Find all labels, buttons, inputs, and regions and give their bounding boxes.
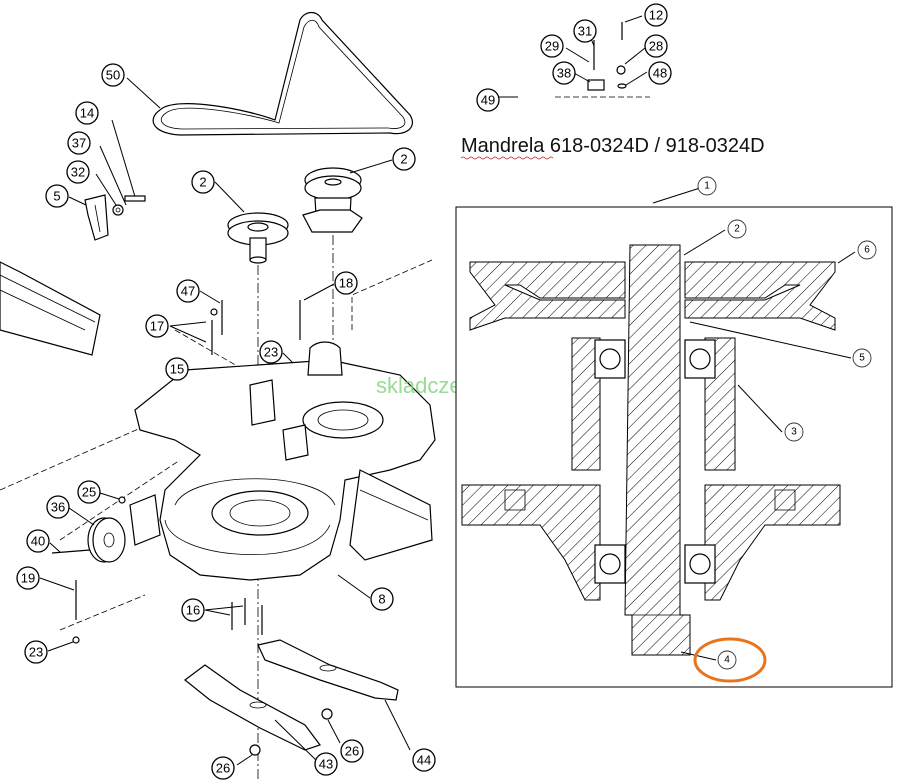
callout-47[interactable]: 47 xyxy=(176,279,200,303)
callout-37[interactable]: 37 xyxy=(67,131,91,155)
svg-text:3: 3 xyxy=(791,427,797,438)
blade-upper xyxy=(257,639,399,701)
callout-12[interactable]: 12 xyxy=(644,3,668,27)
callout-49[interactable]: 49 xyxy=(476,88,500,112)
callout-14[interactable]: 14 xyxy=(75,101,99,125)
svg-text:43: 43 xyxy=(319,757,333,772)
detail-callout-4[interactable]: 4 xyxy=(717,650,737,670)
callout-40[interactable]: 40 xyxy=(26,529,50,553)
callout-23-bottom[interactable]: 23 xyxy=(24,640,48,664)
svg-text:28: 28 xyxy=(649,39,663,54)
belt-inner xyxy=(160,19,406,130)
exploded-callouts: 50 14 37 32 5 2 2 47 17 18 23 15 25 36 4… xyxy=(16,3,672,780)
callout-29[interactable]: 29 xyxy=(540,34,564,58)
callout-32[interactable]: 32 xyxy=(66,160,90,184)
svg-text:44: 44 xyxy=(417,753,431,768)
callout-18[interactable]: 18 xyxy=(334,271,358,295)
callout-26-right[interactable]: 26 xyxy=(340,739,364,763)
detail-callout-2[interactable]: 2 xyxy=(727,219,747,239)
callout-16[interactable]: 16 xyxy=(181,598,205,622)
detail-callouts: 1 2 6 5 3 4 xyxy=(697,176,877,670)
svg-text:49: 49 xyxy=(481,93,495,108)
callout-2-left[interactable]: 2 xyxy=(191,170,215,194)
spellcheck-underline xyxy=(460,156,554,160)
spindle-detail xyxy=(455,187,893,688)
svg-text:23: 23 xyxy=(29,645,43,660)
svg-text:6: 6 xyxy=(864,245,870,256)
highlight-ellipse xyxy=(693,637,767,683)
callout-43[interactable]: 43 xyxy=(314,752,338,776)
svg-text:36: 36 xyxy=(51,500,65,515)
svg-text:5: 5 xyxy=(53,189,60,204)
callout-36[interactable]: 36 xyxy=(46,495,70,519)
svg-text:8: 8 xyxy=(378,592,385,607)
svg-text:32: 32 xyxy=(71,165,85,180)
callout-50[interactable]: 50 xyxy=(101,63,125,87)
callout-28[interactable]: 28 xyxy=(644,34,668,58)
callout-17[interactable]: 17 xyxy=(145,314,169,338)
svg-text:47: 47 xyxy=(181,284,195,299)
svg-text:2: 2 xyxy=(734,224,740,235)
callout-19[interactable]: 19 xyxy=(16,566,40,590)
svg-text:26: 26 xyxy=(345,744,359,759)
svg-text:2: 2 xyxy=(199,175,206,190)
svg-text:38: 38 xyxy=(557,66,571,81)
svg-text:12: 12 xyxy=(649,8,663,23)
detail-callout-6[interactable]: 6 xyxy=(857,240,877,260)
svg-text:14: 14 xyxy=(80,106,94,121)
spindle-shaft xyxy=(624,244,691,656)
callout-38[interactable]: 38 xyxy=(552,61,576,85)
svg-text:48: 48 xyxy=(653,66,667,81)
svg-text:29: 29 xyxy=(545,39,559,54)
callout-23-top[interactable]: 23 xyxy=(259,340,283,364)
svg-text:31: 31 xyxy=(578,24,592,39)
bracket xyxy=(84,194,109,241)
svg-text:4: 4 xyxy=(724,655,730,666)
callout-26-bottom[interactable]: 26 xyxy=(211,756,235,780)
svg-text:16: 16 xyxy=(186,603,200,618)
svg-text:15: 15 xyxy=(170,362,184,377)
svg-text:25: 25 xyxy=(82,485,96,500)
svg-text:18: 18 xyxy=(339,276,353,291)
callout-31[interactable]: 31 xyxy=(573,19,597,43)
svg-text:1: 1 xyxy=(704,181,710,192)
callout-25[interactable]: 25 xyxy=(77,480,101,504)
belt xyxy=(152,11,413,136)
svg-text:2: 2 xyxy=(400,152,407,167)
spindle-title: Mandrela 618-0324D / 918-0324D xyxy=(461,135,765,157)
detail-callout-1[interactable]: 1 xyxy=(697,176,717,196)
svg-text:17: 17 xyxy=(150,319,164,334)
callout-15[interactable]: 15 xyxy=(165,357,189,381)
svg-text:23: 23 xyxy=(264,345,278,360)
callout-44[interactable]: 44 xyxy=(412,748,436,772)
callout-5[interactable]: 5 xyxy=(45,184,69,208)
detail-callout-5[interactable]: 5 xyxy=(852,348,872,368)
callout-48[interactable]: 48 xyxy=(648,61,672,85)
svg-text:26: 26 xyxy=(216,761,230,776)
callout-2-right[interactable]: 2 xyxy=(392,147,416,171)
svg-text:5: 5 xyxy=(859,353,865,364)
svg-text:50: 50 xyxy=(106,68,120,83)
svg-text:37: 37 xyxy=(72,136,86,151)
detail-callout-3[interactable]: 3 xyxy=(784,422,804,442)
svg-text:19: 19 xyxy=(21,571,35,586)
callout-8[interactable]: 8 xyxy=(370,587,394,611)
svg-text:40: 40 xyxy=(31,534,45,549)
exploded-view xyxy=(0,11,650,780)
